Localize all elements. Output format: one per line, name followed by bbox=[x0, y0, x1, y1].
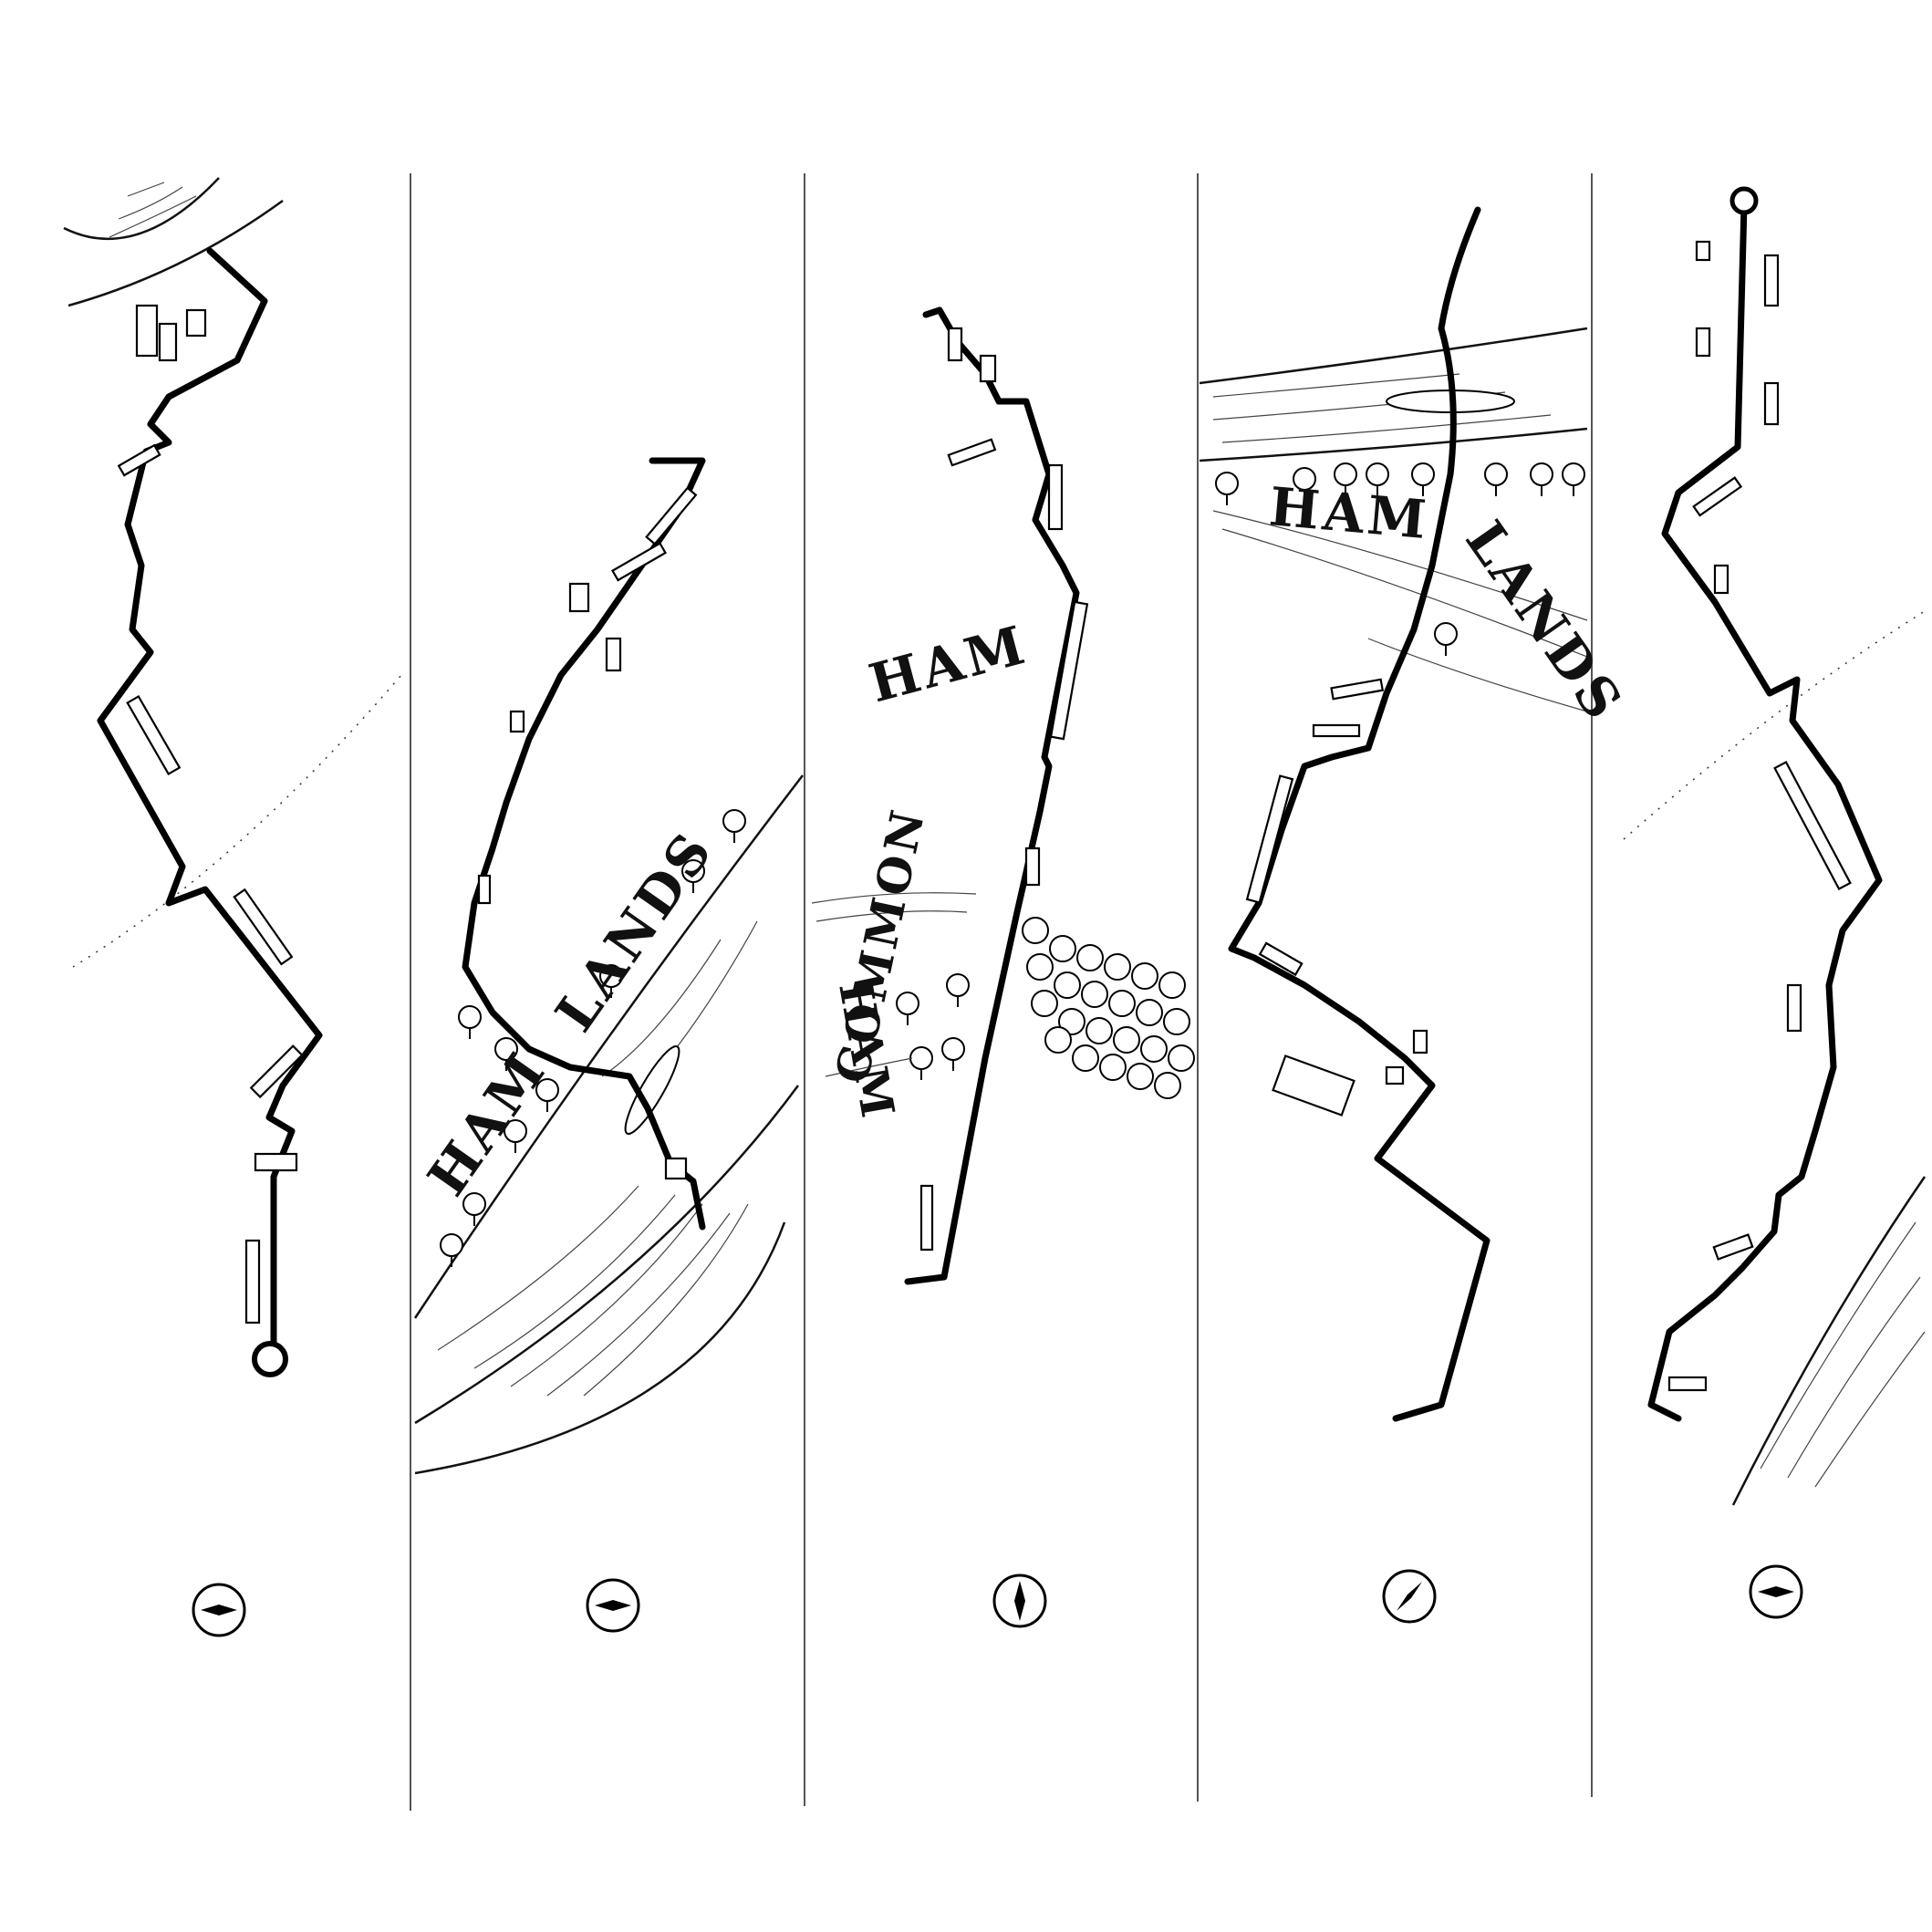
place-label: HAM bbox=[863, 613, 1034, 714]
tree-cluster bbox=[1215, 462, 1585, 656]
place-label: HAM bbox=[416, 1040, 559, 1207]
walking-route bbox=[1647, 202, 1883, 1422]
strip-2: HAM LANDS bbox=[413, 457, 804, 1633]
river-bank bbox=[414, 1221, 786, 1475]
walking-route bbox=[1228, 206, 1491, 1422]
strip-dividers bbox=[410, 173, 1593, 1811]
walking-route bbox=[904, 306, 1080, 1285]
woodland bbox=[896, 917, 1195, 1099]
route-start-marker bbox=[252, 1341, 288, 1377]
railway-line bbox=[1623, 610, 1926, 840]
route-end-marker bbox=[1729, 186, 1759, 215]
railway-line bbox=[72, 674, 402, 968]
place-label: COMMON bbox=[825, 803, 936, 1088]
building-cluster bbox=[1245, 678, 1428, 1117]
walking-route bbox=[462, 457, 706, 1231]
river-bank bbox=[1199, 327, 1588, 385]
river-bank bbox=[414, 1085, 800, 1425]
tree-cluster bbox=[440, 809, 746, 1267]
building-cluster bbox=[919, 327, 1089, 1252]
river-bank bbox=[63, 177, 220, 240]
river-bank bbox=[68, 199, 284, 307]
compass-rose-icon bbox=[192, 1583, 246, 1637]
strip-5 bbox=[1623, 186, 1927, 1619]
river-bank bbox=[1731, 1176, 1927, 1506]
river-bank bbox=[1199, 427, 1588, 462]
walking-route bbox=[97, 247, 323, 1354]
compass-rose-icon bbox=[1382, 1569, 1437, 1624]
strip-3: HAM HAM COMMON bbox=[811, 306, 1195, 1628]
building-cluster bbox=[477, 486, 698, 1180]
compass-rose-icon bbox=[992, 1574, 1047, 1628]
place-label: LANDS bbox=[544, 819, 726, 1043]
river-bank bbox=[413, 774, 804, 1319]
building-cluster bbox=[117, 304, 304, 1324]
place-label: HAM bbox=[1267, 475, 1432, 551]
compass-rose-icon bbox=[1749, 1564, 1803, 1619]
building-cluster bbox=[1667, 240, 1852, 1392]
strip-1 bbox=[63, 177, 402, 1637]
strip-4: HAM LANDS bbox=[1199, 206, 1636, 1624]
compass-rose-icon bbox=[586, 1578, 640, 1633]
